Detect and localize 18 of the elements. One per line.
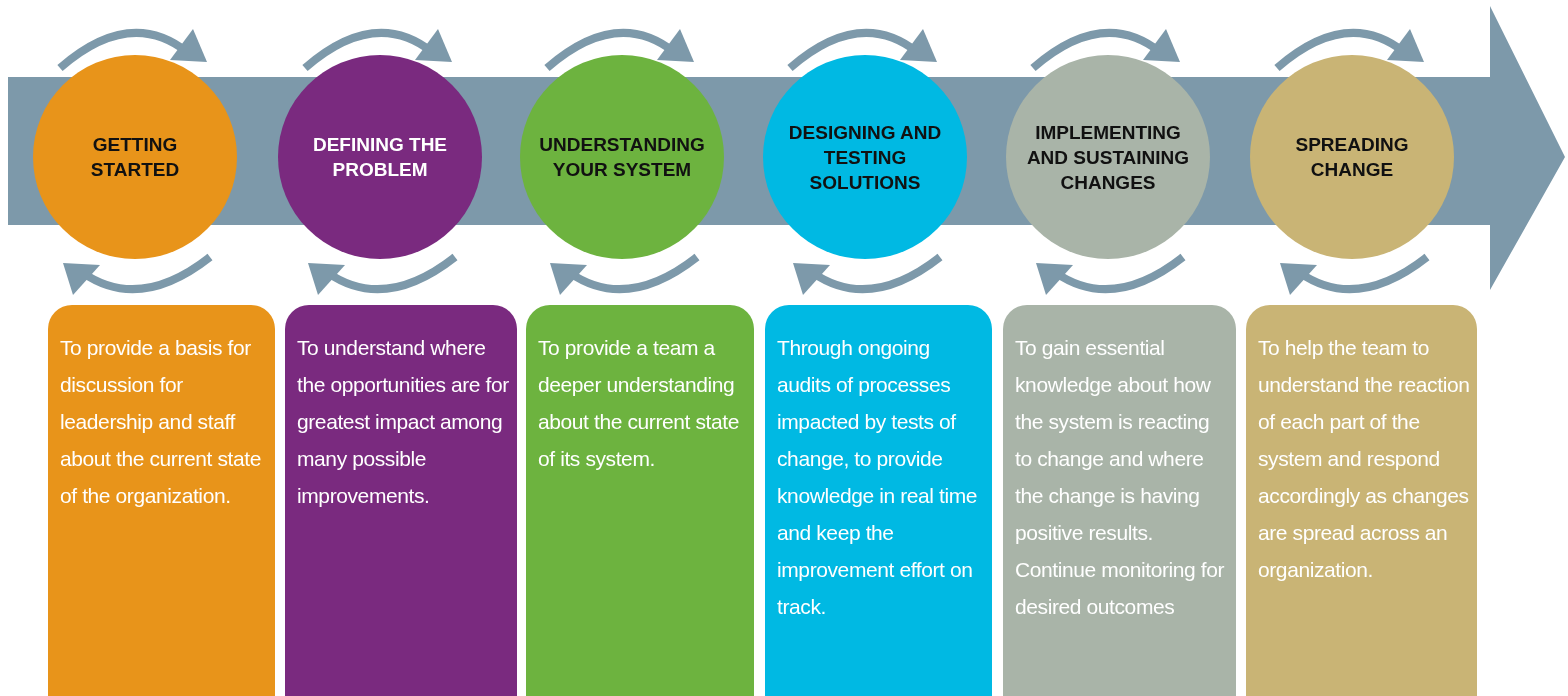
stage-title: IMPLEMENTING AND SUSTAINING CHANGES — [1025, 120, 1191, 195]
description-text: To gain essential knowledge about how the system is reacting to change and where the change is having positive results. Continue monitoring for desired outcomes — [1015, 335, 1226, 620]
description-text: Through ongoing audits of processes impacted by tests of change, to provide knowledge in real time and keep the improvement effort on track. — [777, 335, 979, 620]
stage-title: GETTING STARTED — [89, 133, 181, 182]
description-text: To provide a basis for discussion for leadership and staff about the current state of the organization. — [60, 335, 262, 509]
description-text: To help the team to understand the reaction of each part of the system and respond accordingly as changes are spread across an organization. — [1258, 335, 1471, 583]
description-card — [765, 305, 992, 696]
description-card — [285, 305, 517, 696]
stage-title: UNDERSTANDING YOUR SYSTEM — [538, 133, 706, 182]
description-card — [526, 305, 754, 696]
description-card — [1003, 305, 1236, 696]
description-text: To provide a team a deeper understanding about the current state of its system. — [538, 335, 740, 472]
stage-title: DEFINING THE PROBLEM — [311, 133, 449, 182]
stage-title: SPREADING CHANGE — [1294, 133, 1410, 182]
stage-title: DESIGNING AND TESTING SOLUTIONS — [787, 120, 943, 195]
description-card — [1246, 305, 1477, 696]
description-card — [48, 305, 275, 696]
description-text: To understand where the opportunities are for greatest impact among many possible improvements. — [297, 335, 510, 509]
